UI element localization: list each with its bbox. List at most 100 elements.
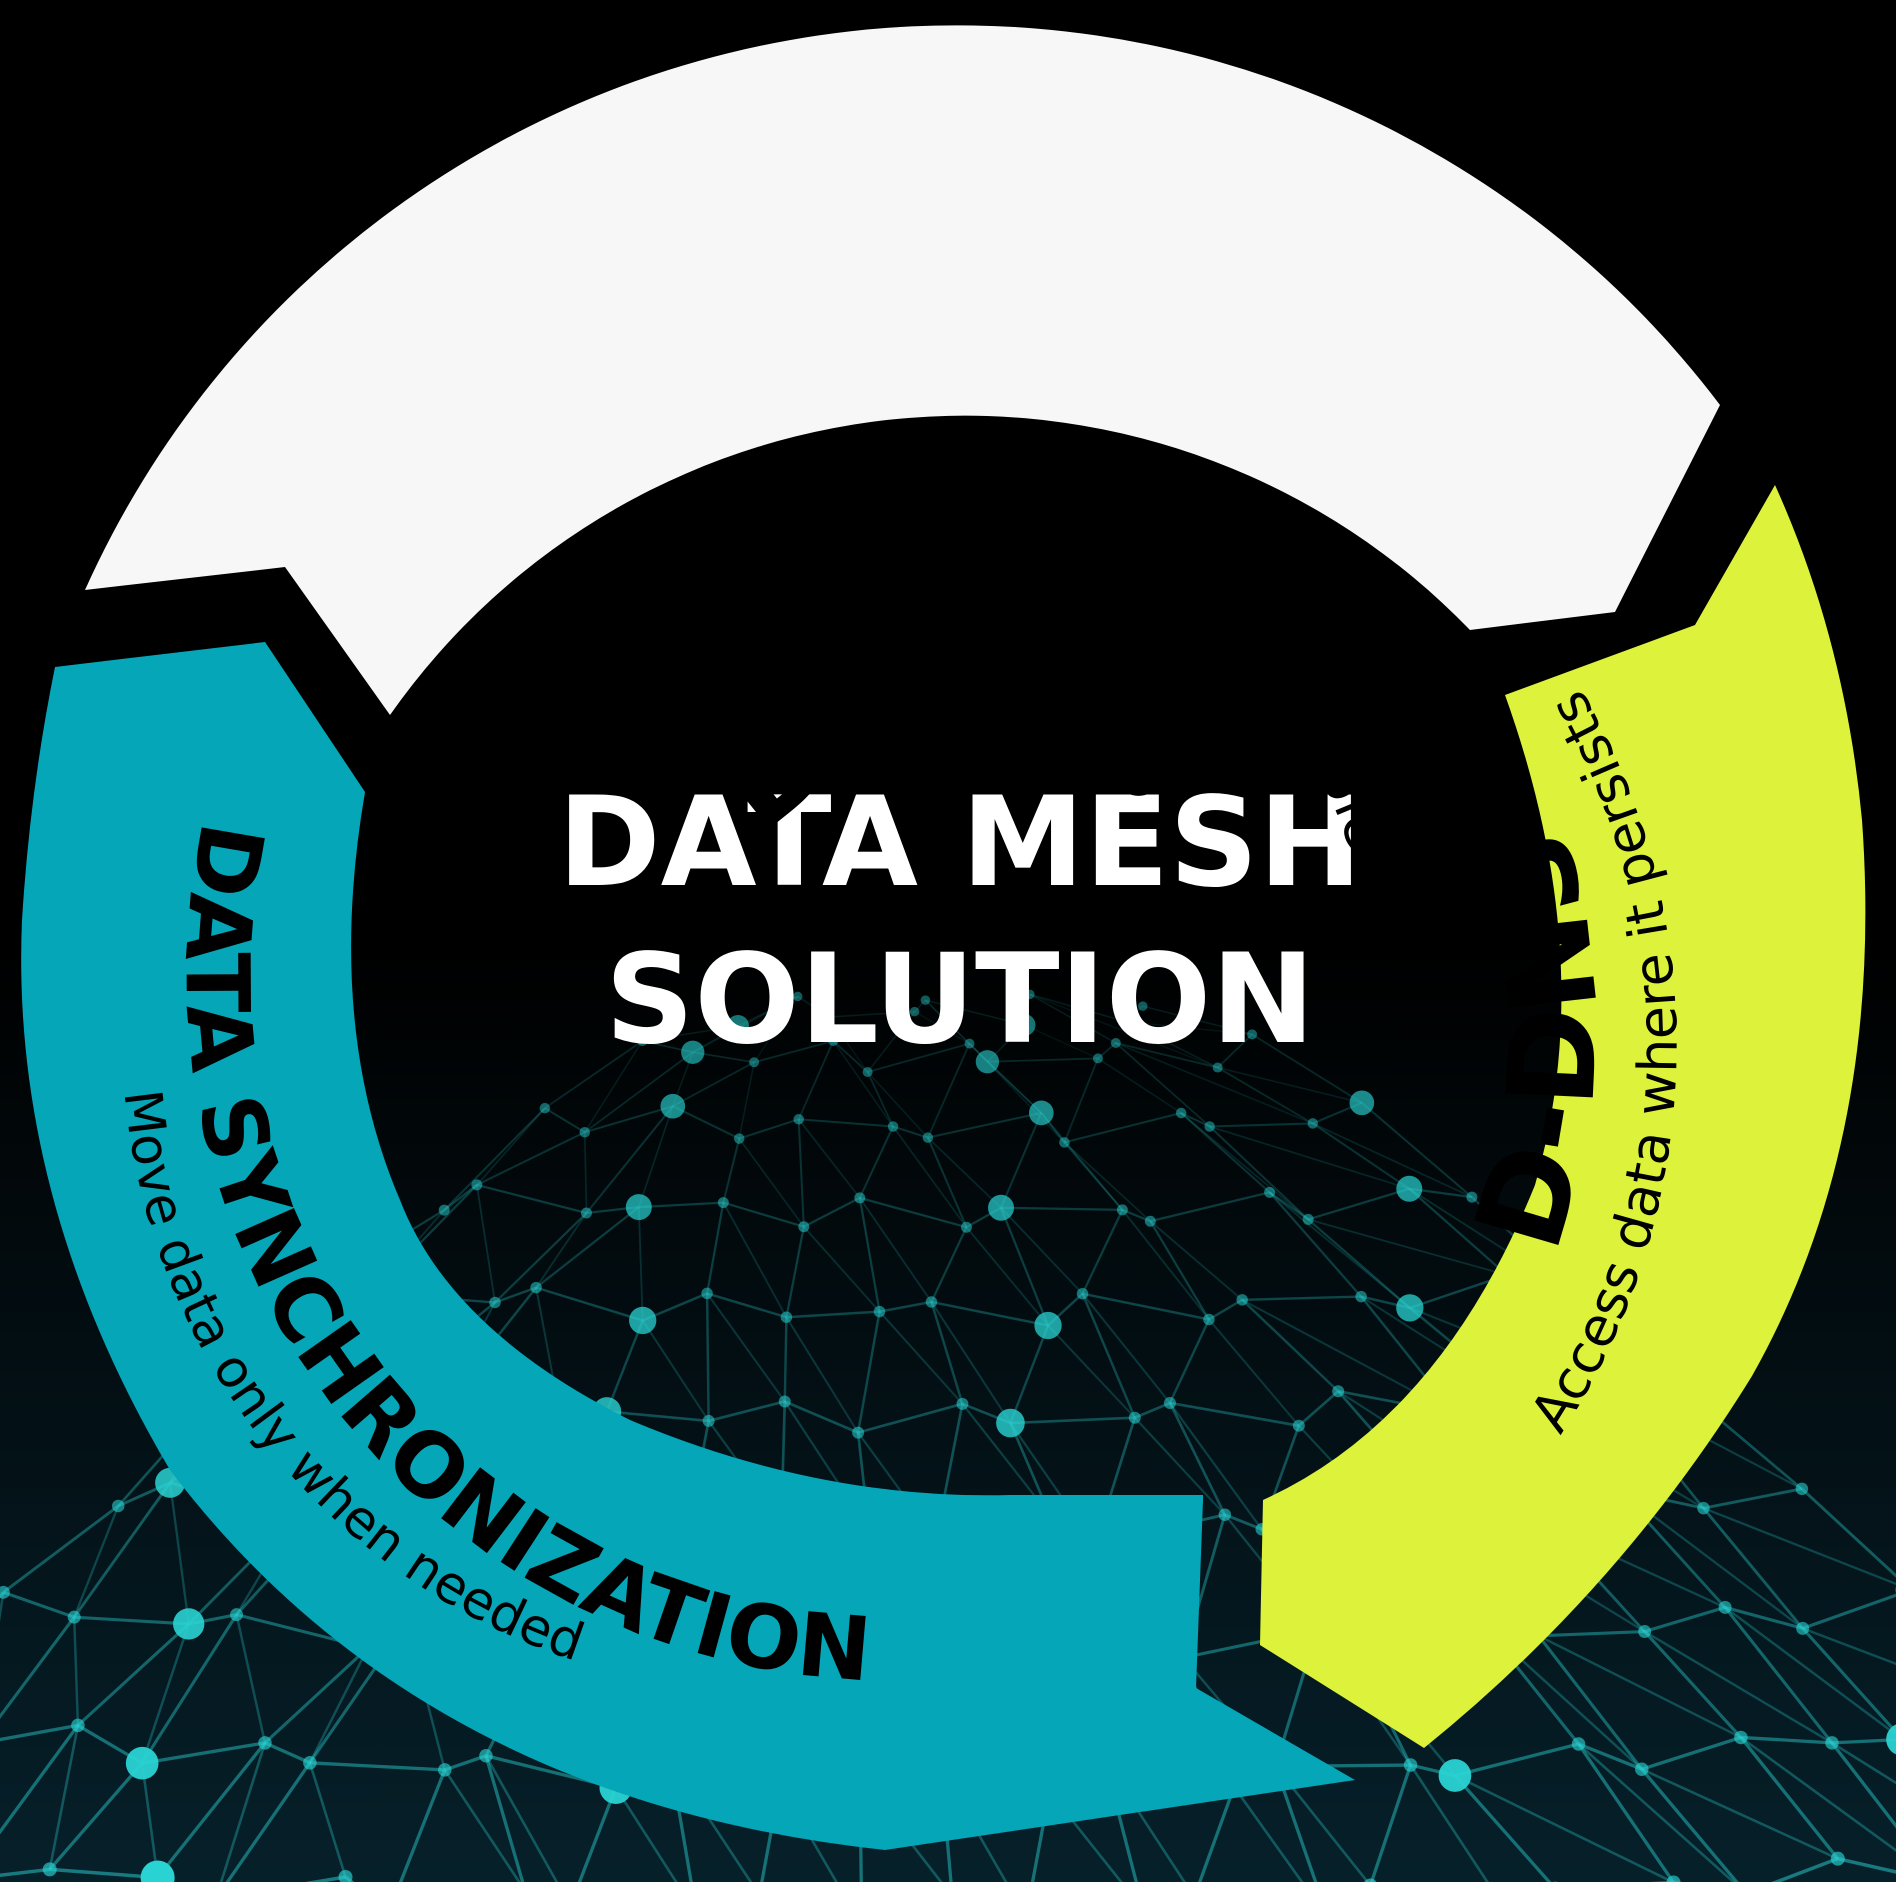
mesh-node bbox=[625, 1194, 652, 1221]
mesh-line bbox=[866, 1071, 894, 1127]
mesh-line bbox=[1643, 1630, 1743, 1739]
mesh-line bbox=[584, 1105, 674, 1134]
mesh-node bbox=[1013, 1014, 1036, 1037]
mesh-node bbox=[828, 1035, 839, 1046]
mesh-line bbox=[866, 1011, 916, 1073]
mesh-line bbox=[605, 1320, 644, 1412]
mesh-node bbox=[1830, 1851, 1845, 1866]
ddns-segment bbox=[1260, 485, 1866, 1748]
mesh-node bbox=[530, 1281, 542, 1294]
mesh-node bbox=[749, 1057, 760, 1068]
mesh-node bbox=[1264, 1186, 1276, 1198]
mesh-node bbox=[173, 1608, 205, 1640]
mesh-node bbox=[1364, 1878, 1377, 1882]
mesh-line bbox=[1268, 1191, 1362, 1298]
mesh-line bbox=[867, 1071, 929, 1139]
mesh-line bbox=[753, 1040, 834, 1064]
center-title-line2: SOLUTION bbox=[605, 928, 1315, 1072]
mesh-node bbox=[1059, 1137, 1070, 1148]
mesh-node bbox=[1886, 1724, 1896, 1755]
mesh-node bbox=[67, 1610, 81, 1624]
mesh-node bbox=[1163, 1396, 1176, 1409]
mesh-line bbox=[1703, 1487, 1803, 1510]
mesh-line bbox=[1723, 1606, 1834, 1744]
mesh-node bbox=[909, 1006, 920, 1017]
mesh-node bbox=[873, 1305, 886, 1318]
mesh-line bbox=[914, 1011, 970, 1045]
mesh-node bbox=[539, 1102, 551, 1114]
mesh-line bbox=[722, 1202, 788, 1318]
mesh-node bbox=[1396, 1175, 1423, 1202]
mesh-line bbox=[494, 1212, 588, 1304]
mesh-node bbox=[778, 1395, 791, 1408]
mesh-line bbox=[738, 1062, 755, 1139]
mesh-line bbox=[1361, 1102, 1473, 1198]
mesh-node bbox=[996, 1408, 1025, 1438]
mesh-line bbox=[1273, 1765, 1318, 1882]
mesh-line bbox=[264, 1741, 311, 1765]
mesh-line bbox=[1640, 1768, 1739, 1882]
mesh-line bbox=[879, 1300, 932, 1313]
mesh-line bbox=[858, 1126, 894, 1199]
mesh-line bbox=[892, 1125, 968, 1228]
mesh-node bbox=[1203, 1313, 1215, 1326]
mesh-line bbox=[638, 1201, 724, 1209]
mesh-line bbox=[1641, 1768, 1839, 1860]
mesh-line bbox=[708, 1400, 786, 1423]
daap-segment bbox=[85, 25, 1720, 715]
mesh-line bbox=[1251, 1033, 1363, 1104]
mesh-line bbox=[738, 1118, 800, 1140]
mesh-line bbox=[0, 1867, 50, 1878]
mesh-line bbox=[1150, 1191, 1270, 1223]
mesh-line bbox=[930, 1301, 964, 1405]
mesh-line bbox=[722, 1201, 805, 1228]
mesh-line bbox=[1169, 1401, 1300, 1428]
mesh-line bbox=[1082, 1292, 1210, 1321]
mesh-node bbox=[1120, 1016, 1131, 1027]
mesh-line bbox=[168, 1482, 190, 1625]
mesh-line bbox=[1097, 1042, 1117, 1060]
mesh-node bbox=[960, 1221, 972, 1233]
mesh-line bbox=[927, 1137, 1002, 1209]
mesh-line bbox=[1064, 1112, 1182, 1144]
mesh-line bbox=[1241, 1298, 1340, 1393]
mesh-line bbox=[0, 1724, 80, 1835]
mesh-line bbox=[672, 1061, 755, 1108]
mesh-line bbox=[398, 1769, 447, 1882]
mesh-line bbox=[1133, 1416, 1226, 1516]
mesh-line bbox=[925, 999, 1025, 1026]
mesh-line bbox=[475, 1184, 496, 1303]
mesh-line bbox=[1125, 1020, 1253, 1036]
mesh-line bbox=[1577, 1742, 1643, 1771]
mesh-line bbox=[987, 1057, 1098, 1063]
mesh-line bbox=[1081, 1209, 1124, 1295]
mesh-node bbox=[438, 1204, 450, 1216]
mesh-line bbox=[1454, 1774, 1675, 1882]
mesh-line bbox=[72, 1617, 80, 1726]
mesh-line bbox=[141, 1623, 190, 1764]
mesh-line bbox=[1180, 1112, 1211, 1128]
mesh-node bbox=[1302, 1213, 1314, 1225]
mesh-line bbox=[1408, 1187, 1508, 1276]
mesh-node bbox=[733, 1133, 745, 1144]
mesh-line bbox=[927, 1043, 971, 1139]
mesh-node bbox=[1332, 1385, 1345, 1398]
mesh-line bbox=[225, 1761, 312, 1882]
mesh-node bbox=[629, 1306, 657, 1335]
mesh-line bbox=[1268, 1191, 1309, 1221]
mesh-line bbox=[1454, 1742, 1579, 1778]
center-title-line1: DATA MESH bbox=[558, 771, 1363, 915]
mesh-line bbox=[914, 999, 926, 1013]
mesh-line bbox=[786, 1310, 880, 1319]
mesh-line bbox=[1115, 1042, 1211, 1128]
mesh-node bbox=[471, 1179, 483, 1191]
mesh-line bbox=[1125, 1020, 1219, 1069]
mesh-line bbox=[1740, 1735, 1833, 1745]
mesh-line bbox=[49, 1867, 158, 1880]
mesh-node bbox=[1403, 1758, 1418, 1772]
mesh-node bbox=[303, 1756, 317, 1770]
mesh-line bbox=[1537, 1634, 1643, 1771]
mesh-node bbox=[1571, 1737, 1586, 1751]
mesh-node bbox=[1247, 1029, 1258, 1040]
mesh-node bbox=[1638, 1625, 1652, 1639]
